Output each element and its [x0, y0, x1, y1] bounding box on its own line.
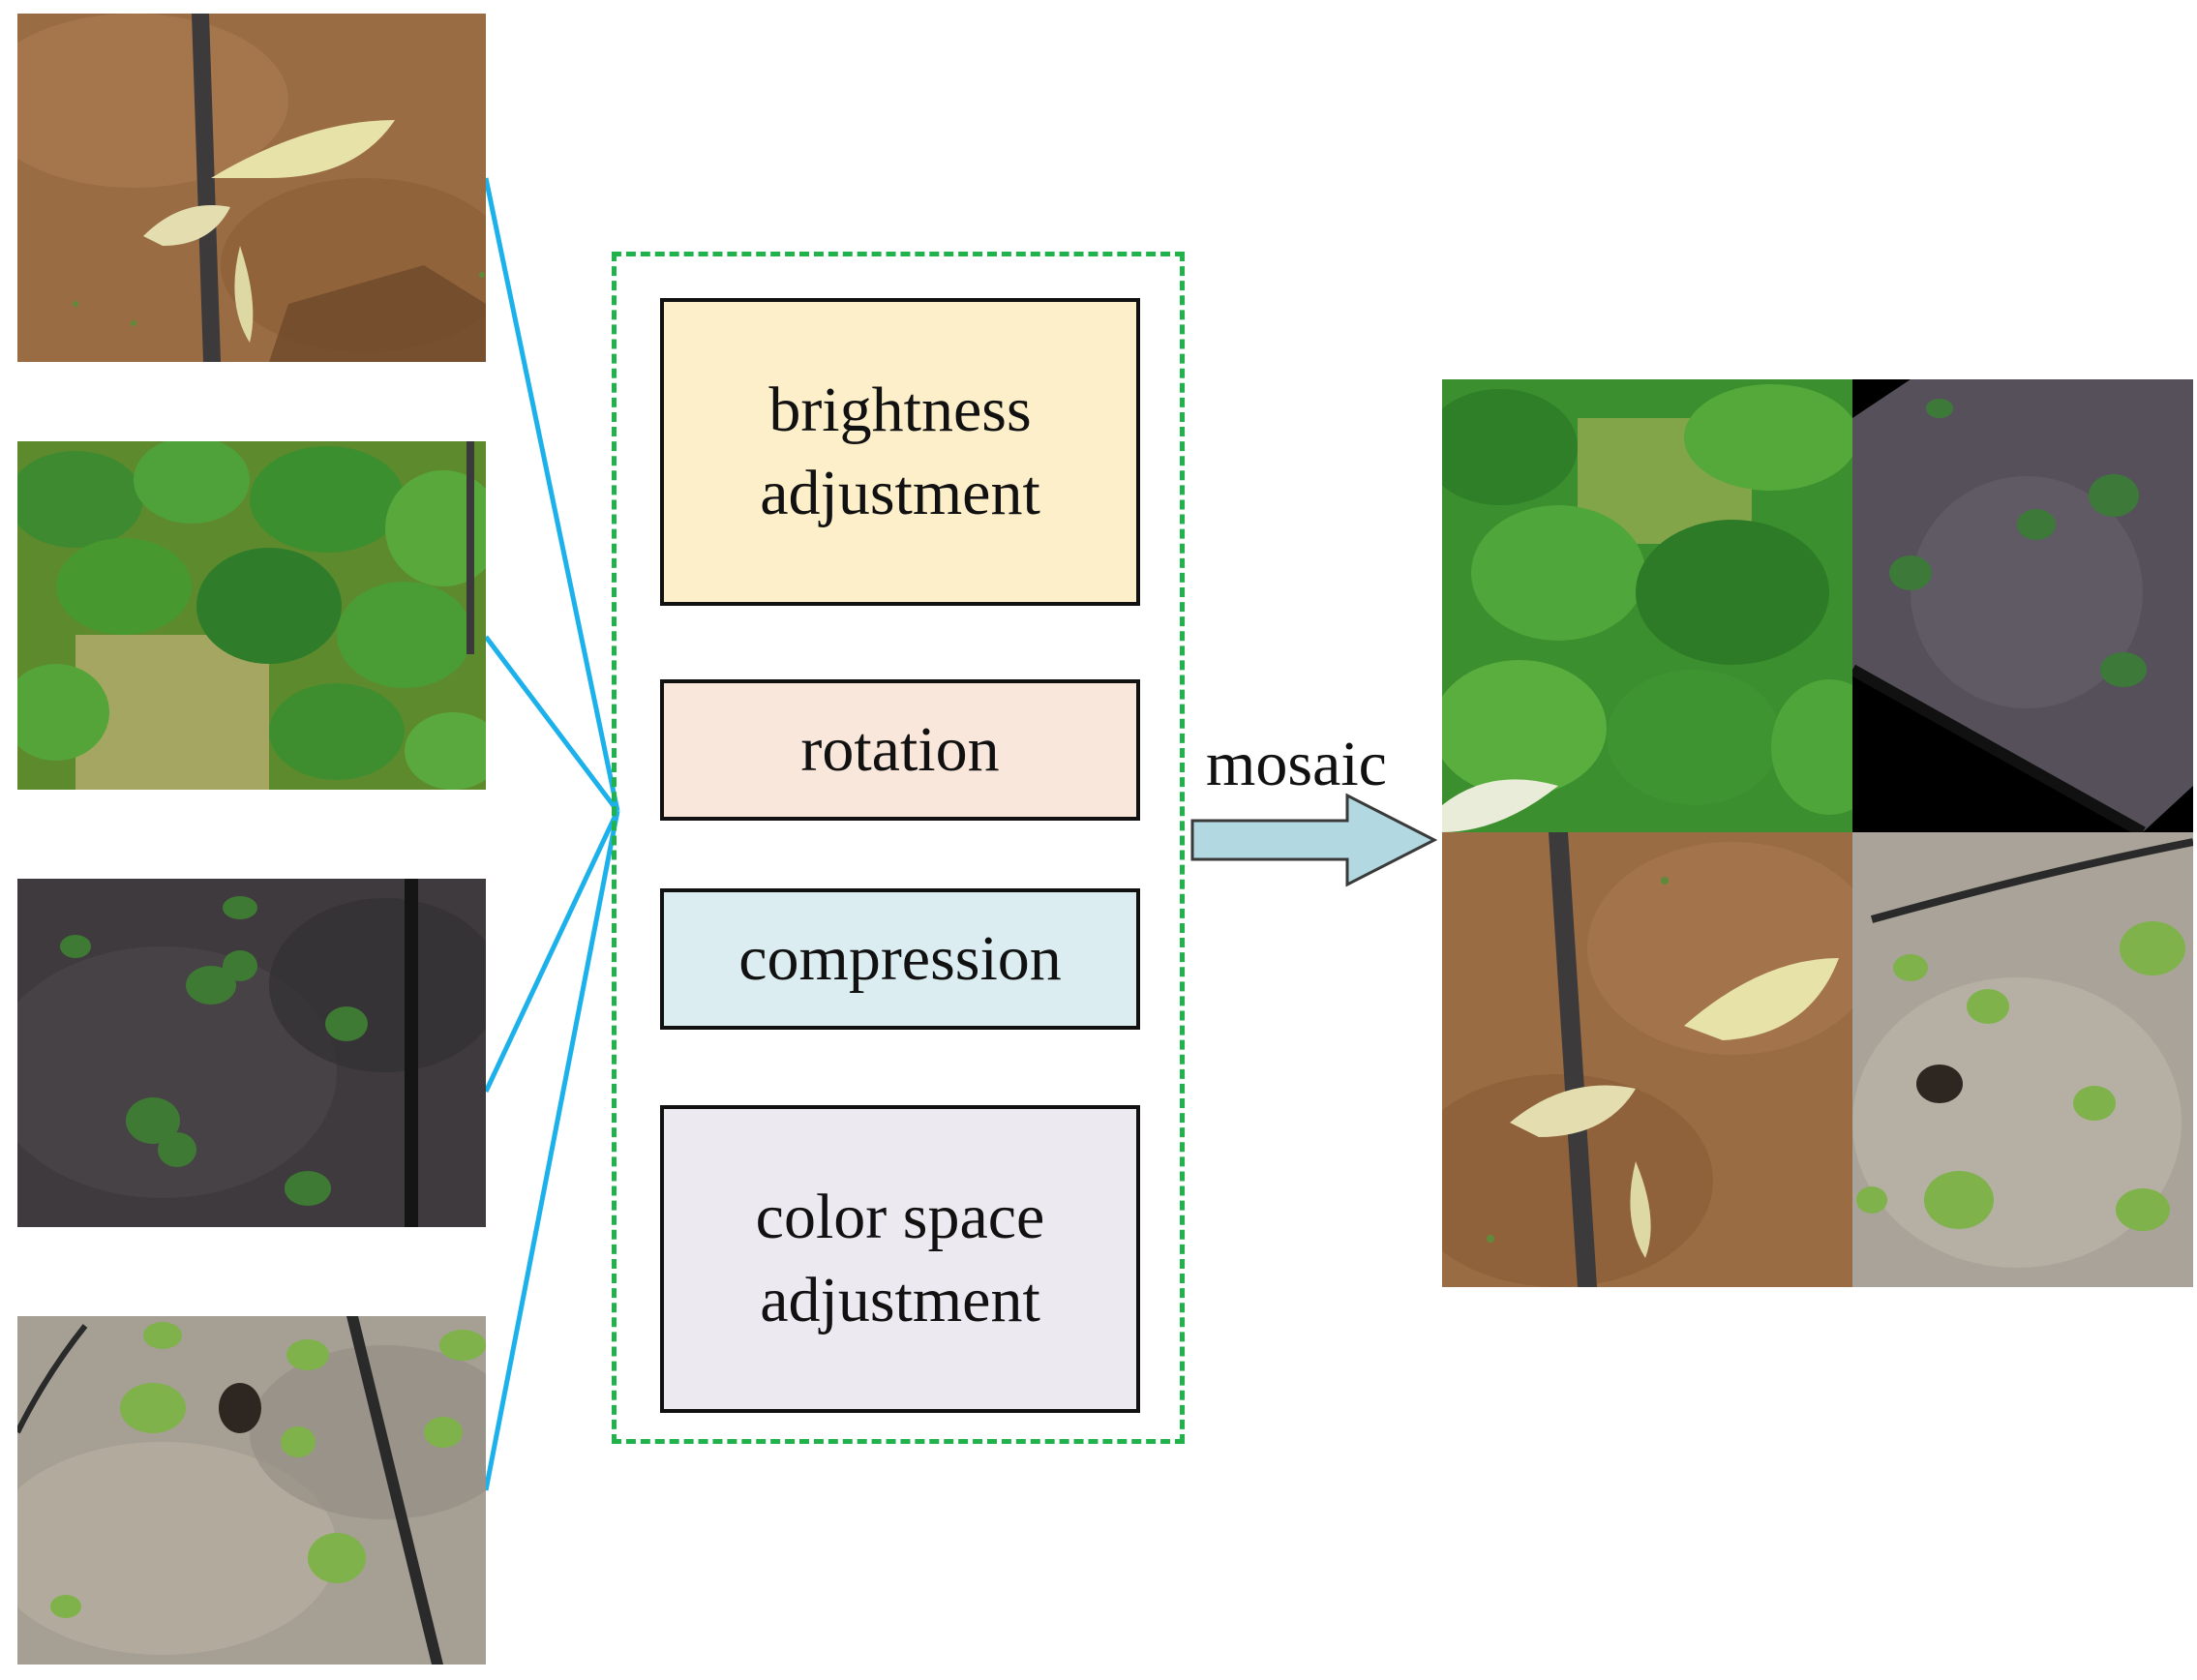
compression-box: compression	[660, 888, 1140, 1030]
brightness-adjustment-label: brightness adjustment	[760, 375, 1040, 528]
connector-line-1	[483, 177, 620, 812]
color-space-adjustment-box: color space adjustment	[660, 1105, 1140, 1413]
mosaic-tile-brown-soil-seedling	[1442, 832, 1852, 1287]
color-space-adjustment-label: color space adjustment	[755, 1182, 1045, 1335]
seedlings-on-dark-soil-photo	[17, 879, 486, 1227]
connector-line-2	[484, 635, 619, 813]
mosaic-label: mosaic	[1206, 729, 1387, 799]
rotation-box: rotation	[660, 679, 1140, 821]
mosaic-arrow	[1190, 793, 1438, 887]
seedlings-on-gray-soil-photo	[17, 1316, 486, 1665]
mosaic-tile-rotated-dark-soil	[1852, 379, 2193, 832]
mosaic-tile-gray-soil-seedlings	[1852, 832, 2193, 1287]
connector-line-4	[483, 810, 620, 1491]
dense-green-plants-photo	[17, 441, 486, 790]
rotation-label: rotation	[800, 714, 1000, 785]
connector-line-3	[483, 809, 620, 1094]
seedling-on-brown-soil-photo	[17, 14, 486, 362]
augmentation-group	[612, 252, 1185, 1444]
compression-label: compression	[738, 923, 1062, 994]
mosaic-tile-green-plants	[1442, 379, 1852, 832]
brightness-adjustment-box: brightness adjustment	[660, 298, 1140, 606]
